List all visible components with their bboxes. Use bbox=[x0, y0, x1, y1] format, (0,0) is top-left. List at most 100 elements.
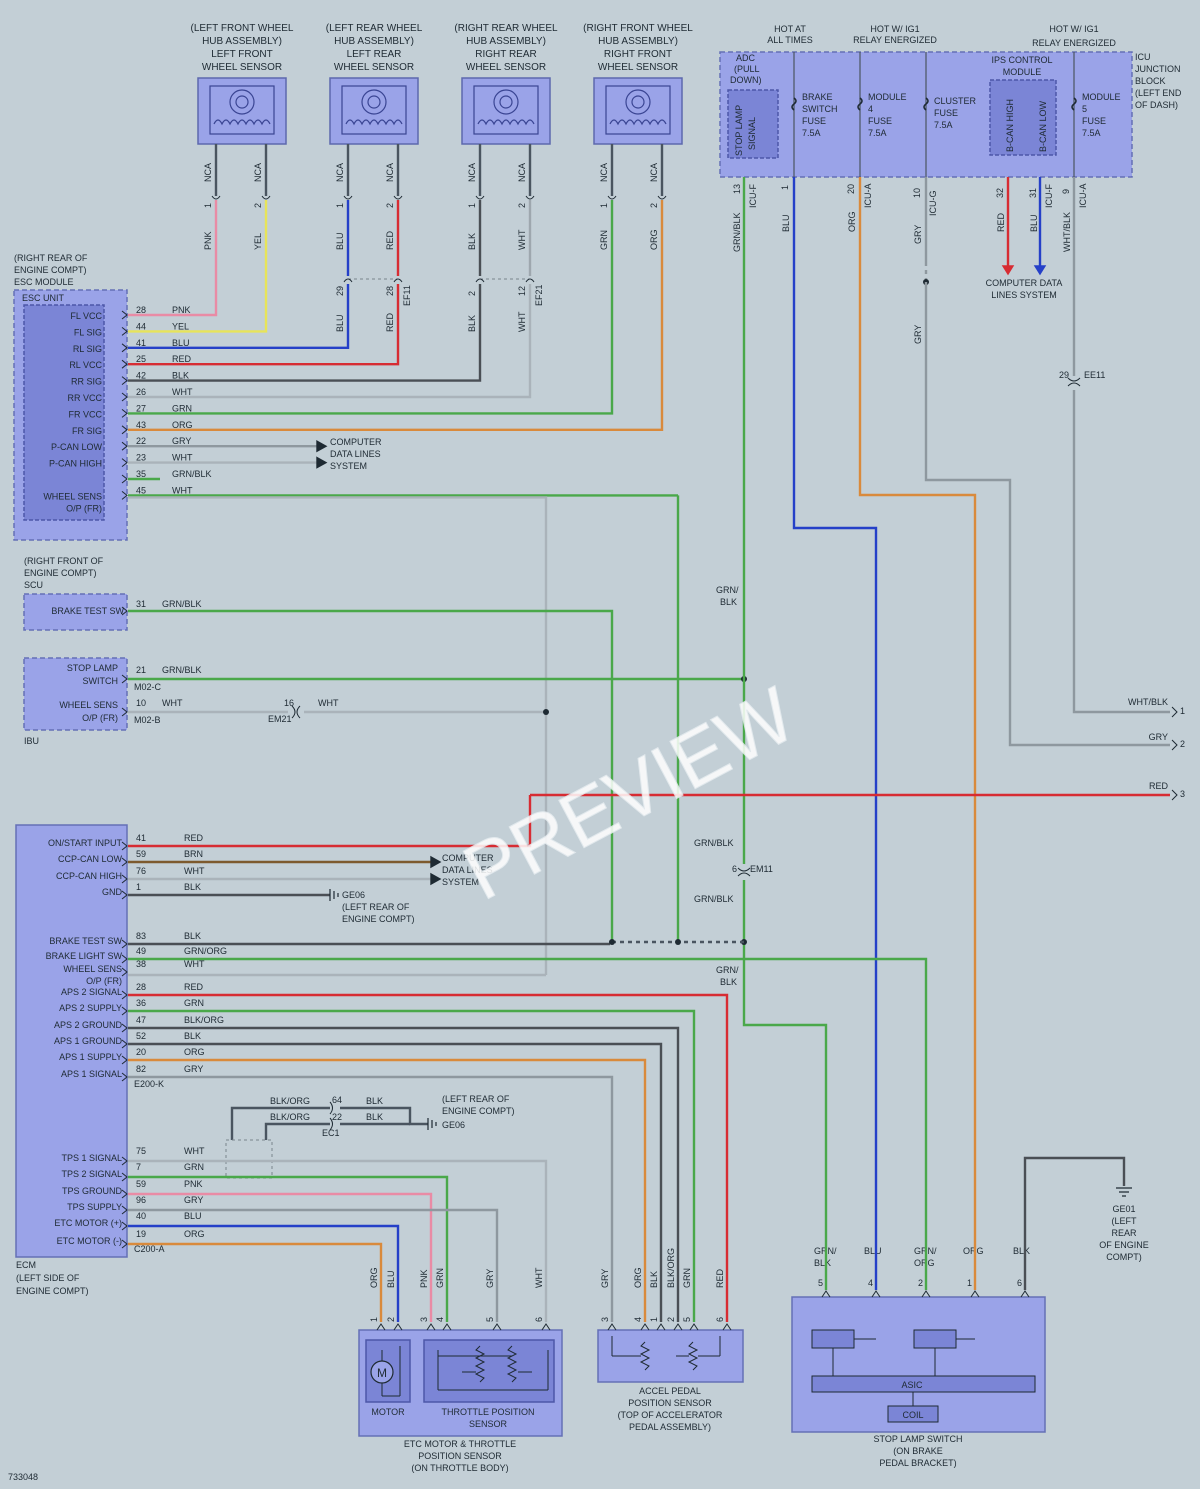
wire-color-label: ORG bbox=[369, 1267, 379, 1288]
aps2-ground-wire bbox=[128, 1026, 680, 1322]
connector-label: C200-A bbox=[134, 1244, 165, 1254]
module4-fuse-wire bbox=[858, 177, 977, 1290]
asic-block bbox=[811, 1375, 1036, 1393]
grn-blk-labels: GRN/ BLK GRN/BLK 6 EM11 GRN/BLK GRN/ BLK bbox=[694, 585, 773, 987]
sls-ground-wire bbox=[1023, 1156, 1126, 1290]
connector-pin-icon bbox=[640, 1323, 650, 1331]
pin-label: 6 bbox=[732, 864, 737, 874]
power-label: HOT AT bbox=[774, 24, 806, 34]
sensor-title: LEFT FRONT bbox=[211, 49, 272, 60]
fuse-label: 7.5A bbox=[1082, 128, 1101, 138]
pin-terminal-icon bbox=[121, 359, 128, 369]
ecm-pin-label: APS 2 SIGNAL bbox=[61, 987, 122, 997]
esc-pin-label: RR SIG bbox=[71, 377, 102, 387]
ground-label: ENGINE COMPT) bbox=[342, 914, 415, 924]
pin-label: 5 bbox=[485, 1317, 495, 1322]
wire-color-label: PNK bbox=[203, 231, 213, 250]
wire-color-label: GRN/BLK bbox=[732, 212, 742, 252]
pin-label: 41 bbox=[136, 833, 146, 843]
wire-color-label: ORG bbox=[914, 1258, 935, 1268]
fuse-label: FUSE bbox=[868, 116, 892, 126]
sensor-title: LEFT REAR bbox=[347, 49, 402, 60]
ground-label: GE06 bbox=[442, 1120, 465, 1130]
ground-label: GE06 bbox=[342, 890, 365, 900]
wire-color-label: BLK bbox=[720, 977, 737, 987]
fuse-label: FUSE bbox=[1082, 116, 1106, 126]
pin-label: 29 bbox=[1059, 370, 1069, 380]
module-name: ECM bbox=[16, 1260, 36, 1270]
computer-data-lines-label: DATA LINES bbox=[330, 449, 381, 459]
wire-color-label: WHT bbox=[172, 453, 193, 463]
wire-color-label: ORG bbox=[649, 229, 659, 250]
nca-label: NCA bbox=[467, 163, 477, 182]
pin-label: 28 bbox=[136, 982, 146, 992]
pin-terminal-icon bbox=[121, 890, 128, 900]
sensor-body bbox=[461, 77, 551, 145]
esc-unit-box bbox=[23, 304, 105, 521]
fuse-label: 7.5A bbox=[868, 128, 887, 138]
esc-pin-label: RR VCC bbox=[67, 393, 102, 403]
esc-pin-label: WHEEL SENS bbox=[43, 491, 102, 501]
nca-label: NCA bbox=[385, 163, 395, 182]
wire-color-label: PNK bbox=[172, 305, 191, 315]
wire-color-label: WHT bbox=[184, 1146, 205, 1156]
connector-label: EF21 bbox=[534, 284, 544, 306]
pin-label: 43 bbox=[136, 420, 146, 430]
ecm-pin-label: WHEEL SENS bbox=[63, 964, 122, 974]
connector-label: EC1 bbox=[322, 1128, 340, 1138]
wire-color-label: GRN/ORG bbox=[184, 946, 227, 956]
ground-label: GE01 bbox=[1112, 1204, 1135, 1214]
power-label: HOT W/ IG1 bbox=[870, 24, 919, 34]
pin-terminal-icon bbox=[121, 841, 128, 851]
connector-pin-icon bbox=[1020, 1290, 1030, 1298]
ecm-pin-label: TPS 1 SIGNAL bbox=[61, 1153, 122, 1163]
sensor-title: (RIGHT FRONT WHEEL bbox=[583, 23, 693, 34]
wire-color-label: GRY bbox=[485, 1269, 495, 1288]
pin-label: 6 bbox=[1017, 1278, 1022, 1288]
wires bbox=[121, 144, 1178, 1322]
pin-terminal-icon bbox=[121, 606, 128, 616]
bcan-low-label: B-CAN LOW bbox=[1038, 100, 1048, 152]
pin-label: 2 bbox=[1180, 739, 1185, 749]
aps1-supply-wire bbox=[128, 1058, 647, 1322]
location-label: ENGINE COMPT) bbox=[14, 265, 87, 275]
pin-terminal-icon bbox=[121, 857, 128, 867]
pin-label: 31 bbox=[136, 599, 146, 609]
wire-color-label: GRY bbox=[913, 225, 923, 244]
esc-wire bbox=[128, 284, 350, 349]
pin-label: 1 bbox=[649, 1317, 659, 1322]
ec1-ground-wire bbox=[340, 1106, 428, 1126]
sensor-title: (RIGHT REAR WHEEL bbox=[454, 23, 558, 34]
wire-color-label: WHT bbox=[184, 866, 205, 876]
pin-terminal-icon bbox=[121, 1156, 128, 1166]
connector-pin-icon bbox=[442, 1323, 452, 1331]
connector-pin-icon bbox=[475, 195, 485, 200]
wire-color-label: GRN/BLK bbox=[694, 894, 734, 904]
wire-color-label: BRN bbox=[184, 849, 203, 859]
pin-label: 38 bbox=[136, 959, 146, 969]
connector-pin-icon bbox=[821, 1290, 831, 1298]
ecm-pin-label: ETC MOTOR (+) bbox=[54, 1218, 122, 1228]
pin-label: 1 bbox=[136, 882, 141, 892]
module-name: IBU bbox=[24, 736, 39, 746]
nca-label: NCA bbox=[335, 163, 345, 182]
sensor-left-front: (LEFT FRONT WHEEL HUB ASSEMBLY) LEFT FRO… bbox=[191, 23, 294, 145]
ecm-pin-label: CCP-CAN LOW bbox=[58, 854, 123, 864]
sensor-title: (LEFT REAR WHEEL bbox=[326, 23, 423, 34]
coil-label: COIL bbox=[902, 1410, 923, 1420]
location-label: (RIGHT REAR OF bbox=[14, 253, 88, 263]
icu-label: ICU bbox=[1135, 52, 1151, 62]
sensor-title: RIGHT REAR bbox=[475, 49, 537, 60]
pin-label: 1 bbox=[203, 203, 213, 208]
connector-label: ICU-F bbox=[1044, 184, 1054, 208]
wire-color-label: GRY bbox=[184, 1064, 203, 1074]
ecm-pin-label: O/P (FR) bbox=[86, 976, 122, 986]
connector-pin-icon bbox=[689, 1323, 699, 1331]
pin-label: 41 bbox=[136, 338, 146, 348]
pin-terminal-icon bbox=[121, 474, 128, 484]
sensor-title: WHEEL SENSOR bbox=[466, 62, 546, 73]
component-title: (TOP OF ACCELERATOR bbox=[618, 1410, 723, 1420]
inline-connector-icon bbox=[737, 867, 751, 877]
sensor-title: HUB ASSEMBLY) bbox=[598, 36, 678, 47]
ecm-pin-label: TPS GROUND bbox=[62, 1186, 123, 1196]
